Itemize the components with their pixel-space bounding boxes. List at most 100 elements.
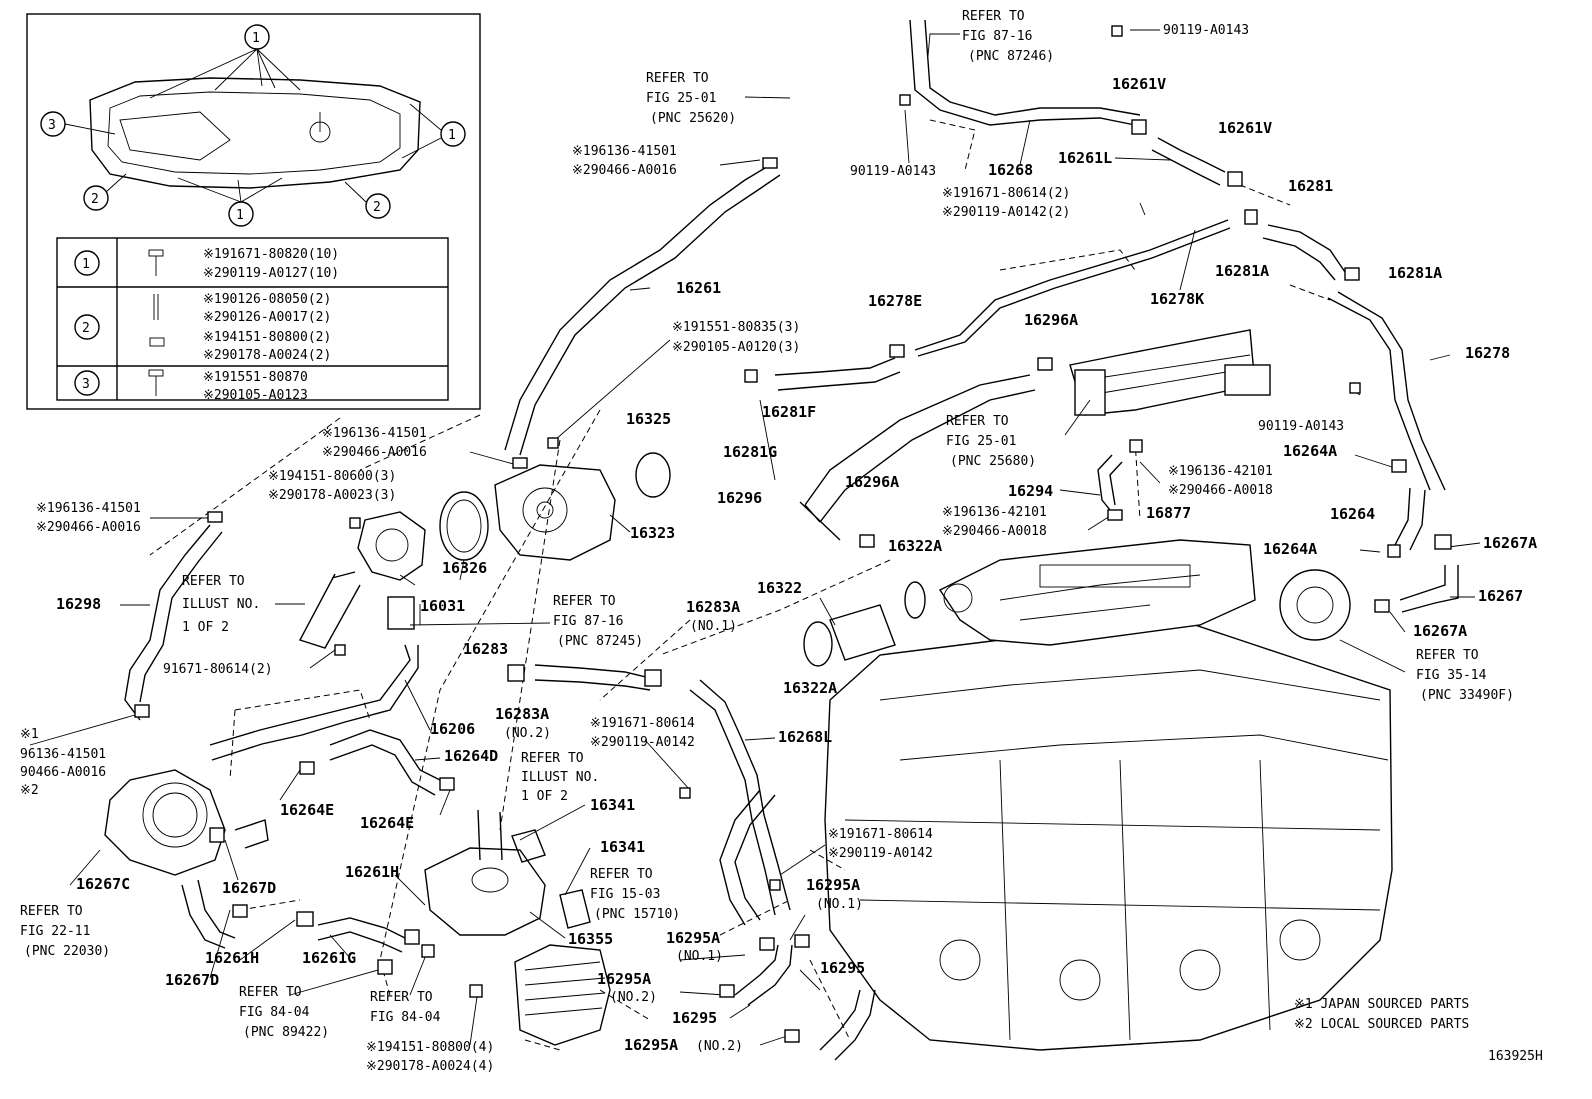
part-label: 16267A [1413, 622, 1467, 640]
part-label: 16296A [845, 473, 899, 491]
part-label: 16264 [1330, 505, 1375, 523]
part-label: 16281A [1215, 262, 1269, 280]
inset-callout-1c: 1 [236, 208, 244, 223]
part-label: 16295A [624, 1036, 678, 1054]
part-label: 16264E [280, 801, 334, 819]
thermostat-housing [357, 511, 426, 581]
part-label: FIG 15-03 [590, 887, 660, 902]
water-bypass-outlet [424, 809, 546, 936]
throttle-body [104, 769, 226, 876]
part-label: FIG 25-01 [646, 91, 716, 106]
part-label: ※191671-80614(2) [942, 186, 1070, 201]
part-label: 1 OF 2 [521, 789, 568, 804]
part-label: ※191671-80614 [590, 716, 695, 731]
part-label: ※290466-A0016 [572, 163, 677, 178]
part-label: REFER TO [646, 71, 709, 86]
part-label: (PNC 87245) [557, 634, 643, 649]
part-label: ※196136-41501 [572, 144, 677, 159]
hoses [124, 19, 1459, 1061]
part-label: ※290105-A0120(3) [672, 340, 800, 355]
part-label: 16261V [1218, 119, 1272, 137]
part-label: FIG 22-11 [20, 924, 90, 939]
part-label: 16295A [806, 876, 860, 894]
part-label: 90119-A0143 [1258, 419, 1344, 434]
part-label: (PNC 25680) [950, 454, 1036, 469]
part-label: 16278E [868, 292, 922, 310]
part-label: 16206 [430, 720, 475, 738]
part-label: (NO.2) [504, 726, 551, 741]
part-label: 16267C [76, 875, 130, 893]
part-label: 16264E [360, 814, 414, 832]
part-label: (PNC 87246) [968, 49, 1054, 64]
part-label: ※194151-80800(4) [366, 1040, 494, 1055]
part-label: ※290119-A0142 [828, 846, 933, 861]
inset-table-2-line-1: ※190126-08050(2) [203, 292, 331, 307]
part-label: ※290178-A0023(3) [268, 488, 396, 503]
part-label: ※290119-A0142 [590, 735, 695, 750]
part-label: 16281A [1388, 264, 1442, 282]
part-label: 16261 [676, 279, 721, 297]
part-label: 16322 [757, 579, 802, 597]
part-label: ILLUST NO. [182, 597, 260, 612]
part-label: 16294 [1008, 482, 1053, 500]
inset-table-key-1: 1 [82, 257, 90, 272]
part-label: ※196136-41501 [322, 426, 427, 441]
part-label: 96136-41501 [20, 747, 106, 762]
clamps [134, 25, 1452, 1043]
part-label: ※290466-A0016 [36, 520, 141, 535]
stud-icon [153, 294, 159, 320]
part-label: (PNC 33490F) [1420, 688, 1514, 703]
part-label: 16877 [1146, 504, 1191, 522]
part-label: (PNC 25620) [650, 111, 736, 126]
part-label: 16326 [442, 559, 487, 577]
part-label: FIG 35-14 [1416, 668, 1487, 683]
part-label: 16295 [672, 1009, 717, 1027]
part-label: 16295A [597, 970, 651, 988]
inset-table-3-line-1: ※191551-80870 [203, 370, 308, 385]
part-label: REFER TO [962, 9, 1025, 24]
part-label: REFER TO [239, 985, 302, 1000]
part-label: 16261L [1058, 149, 1112, 167]
water-pipe-16322 [803, 581, 926, 667]
gasket-16325 [635, 452, 671, 498]
part-label: ※290466-A0018 [942, 524, 1047, 539]
inset-table-key-3: 3 [82, 377, 90, 392]
part-label: 16268L [778, 728, 832, 746]
part-label: 16283A [686, 598, 740, 616]
part-label: (NO.2) [696, 1039, 743, 1054]
part-label: 16296A [1024, 311, 1078, 329]
gasket-16341 [511, 829, 546, 863]
part-label: 16323 [630, 524, 675, 542]
part-label: 16322A [783, 679, 837, 697]
part-label: (NO.1) [676, 949, 723, 964]
part-label: (PNC 15710) [594, 907, 680, 922]
part-label: ※191551-80835(3) [672, 320, 800, 335]
nut-icon [149, 337, 165, 347]
part-label: (PNC 89422) [243, 1025, 329, 1040]
egr-cooler [1069, 329, 1271, 416]
part-label: ※196136-42101 [1168, 464, 1273, 479]
part-label: 90119-A0143 [850, 164, 936, 179]
part-label: ※191671-80614 [828, 827, 933, 842]
part-label: 16325 [626, 410, 671, 428]
part-label: ※2 [20, 783, 39, 798]
part-label: FIG 87-16 [553, 614, 623, 629]
part-label: 16296 [717, 489, 762, 507]
inset-table-key-2: 2 [82, 321, 90, 336]
part-label: 90466-A0016 [20, 765, 106, 780]
part-label: (NO.1) [690, 619, 737, 634]
part-label: ※1 JAPAN SOURCED PARTS [1294, 997, 1469, 1012]
part-label: ※290466-A0016 [322, 445, 427, 460]
part-label: REFER TO [553, 594, 616, 609]
part-label: 16283 [463, 640, 508, 658]
part-label: ※2 LOCAL SOURCED PARTS [1294, 1017, 1469, 1032]
part-label: FIG 84-04 [370, 1010, 441, 1025]
part-label: 16267A [1483, 534, 1537, 552]
part-label: 16281F [762, 403, 816, 421]
part-label: 16264A [1263, 540, 1317, 558]
inset-callout-1b: 1 [448, 128, 456, 143]
inset-panel: 1 1 1 2 2 3 1 2 3 [26, 13, 481, 410]
part-label: 163925H [1488, 1049, 1543, 1064]
